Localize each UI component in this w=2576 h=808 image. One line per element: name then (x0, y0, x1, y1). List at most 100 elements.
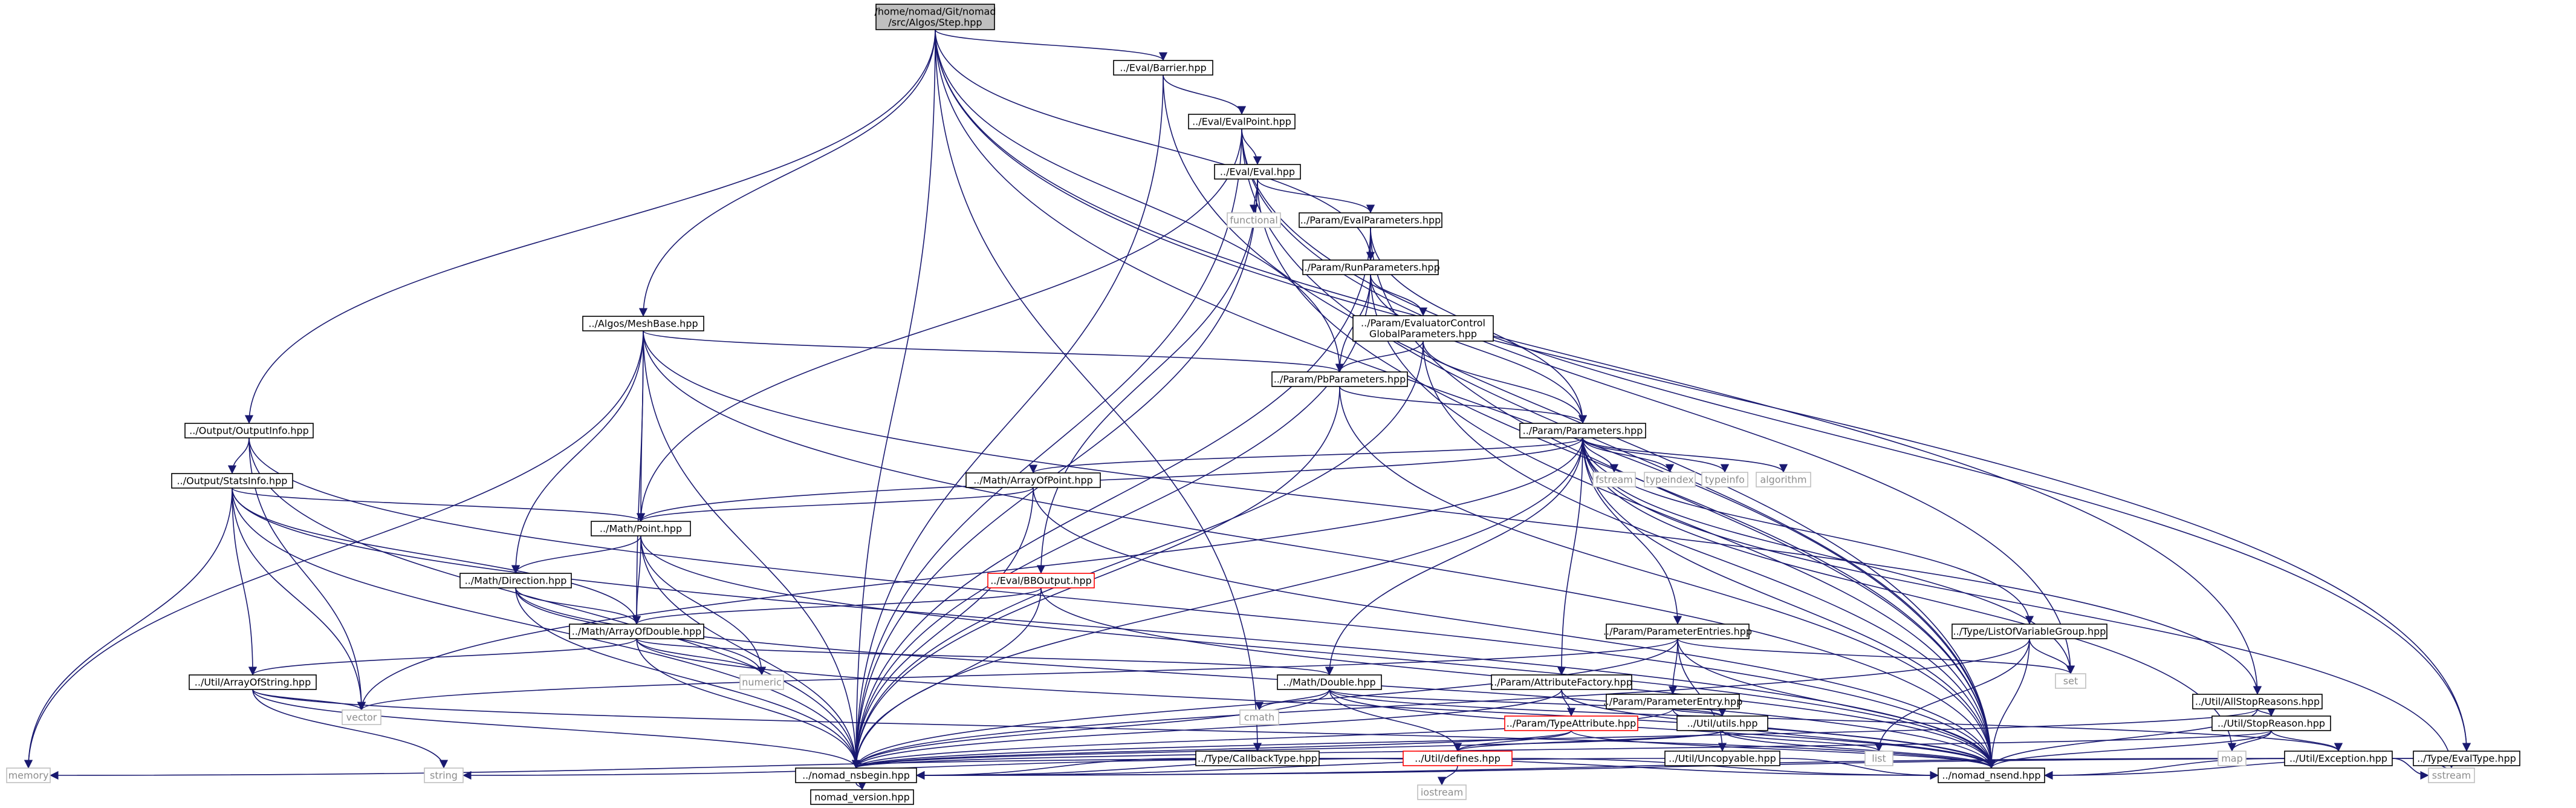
node-algorithm[interactable]: algorithm (1756, 472, 1811, 487)
edge-parameters-to-sstream (1582, 437, 2456, 769)
edge-runparams-to-parameters (1370, 274, 1588, 424)
node-arrayofstring[interactable]: ../Util/ArrayOfString.hpp (189, 674, 317, 690)
node-label: ../Eval/Barrier.hpp (1120, 62, 1206, 74)
node-paramentries[interactable]: ../Param/ParameterEntries.hpp (1603, 624, 1752, 639)
node-box (2218, 751, 2247, 766)
node-allstop[interactable]: ../Util/AllStopReasons.hpp (2192, 694, 2323, 709)
node-listofvar[interactable]: ../Type/ListOfVariableGroup.hpp (1951, 624, 2107, 639)
edge-listofvar-to-set (2029, 638, 2075, 674)
edge-stopreason-to-nomend (1987, 730, 2272, 769)
node-eval[interactable]: ../Eval/Eval.hpp (1214, 164, 1301, 180)
edge-double-to-exception (1329, 689, 2343, 752)
node-memory[interactable]: memory (6, 767, 51, 783)
edge-stopreason-to-nombegin (852, 730, 2272, 769)
node-exception[interactable]: ../Util/Exception.hpp (2284, 751, 2393, 766)
node-version[interactable]: nomad_version.hpp (810, 789, 914, 805)
node-numeric[interactable]: numeric (739, 674, 784, 690)
node-box (1239, 709, 1279, 725)
edge-parameters-to-nomend (1582, 437, 1996, 769)
edge-parameters-to-typeinfo (1582, 437, 1730, 473)
edge-stopreason-to-exception (2271, 730, 2343, 752)
node-label: ../Param/PbParameters.hpp (1274, 374, 1406, 385)
node-label: ../Param/EvaluatorControl (1361, 318, 1485, 329)
edge-evalpoint-to-nombegin (851, 128, 1242, 769)
node-stopreason[interactable]: ../Util/StopReason.hpp (2211, 715, 2331, 731)
node-uncopyable[interactable]: ../Util/Uncopyable.hpp (1664, 751, 1780, 766)
node-evalparams[interactable]: ../Param/EvalParameters.hpp (1299, 212, 1442, 228)
node-typeattr[interactable]: ../Param/TypeAttribute.hpp (1504, 715, 1638, 731)
node-typeinfo[interactable]: typeinfo (1701, 472, 1748, 487)
edge-pbparams-to-parameters (1339, 386, 1588, 424)
node-nomend[interactable]: ../nomad_nsend.hpp (1938, 767, 2045, 783)
node-parameters[interactable]: ../Param/Parameters.hpp (1519, 423, 1646, 438)
edge-evalctrl-to-pbparams (1335, 340, 1424, 373)
node-box (1606, 694, 1740, 709)
node-label: /src/Algos/Step.hpp (888, 17, 982, 28)
node-box (1271, 371, 1408, 387)
node-barrier[interactable]: ../Eval/Barrier.hpp (1113, 60, 1213, 76)
node-double[interactable]: ../Math/Double.hpp (1277, 674, 1382, 690)
edge-defines-to-iostream (1437, 765, 1458, 786)
node-defines[interactable]: ../Util/defines.hpp (1403, 751, 1513, 766)
node-point[interactable]: ../Math/Point.hpp (591, 521, 691, 536)
node-box (582, 316, 704, 331)
node-box (569, 624, 704, 639)
node-label: map (2221, 753, 2243, 764)
edge-attrfactory-to-typeattr (1561, 689, 1576, 717)
node-callbacktype[interactable]: ../Type/CallbackType.hpp (1195, 751, 1320, 766)
node-pbparams[interactable]: ../Param/PbParameters.hpp (1271, 371, 1408, 387)
node-meshbase[interactable]: ../Algos/MeshBase.hpp (582, 316, 704, 331)
edge-point-to-nomend (640, 535, 1996, 769)
edge-evalpoint-to-evaltype (1241, 128, 2471, 752)
node-arrayofdouble[interactable]: ../Math/ArrayOfDouble.hpp (569, 624, 704, 639)
node-root[interactable]: /home/nomad/Git/nomad/src/Algos/Step.hpp (875, 4, 996, 30)
node-box (342, 709, 381, 725)
node-box (591, 521, 691, 536)
node-map[interactable]: map (2218, 751, 2247, 766)
node-bboutput[interactable]: ../Eval/BBOutput.hpp (987, 573, 1095, 588)
edge-uncopyable-to-nombegin (916, 758, 1666, 780)
node-attrfactory[interactable]: ../Param/AttributeFactory.hpp (1491, 674, 1632, 690)
node-label: ../Util/AllStopReasons.hpp (2195, 696, 2320, 708)
node-iostream[interactable]: iostream (1417, 784, 1467, 800)
edge-arrayofdouble-to-arrayofstring (248, 638, 637, 676)
node-box (739, 674, 784, 690)
node-label: GlobalParameters.hpp (1369, 328, 1477, 340)
node-runparams[interactable]: ../Param/RunParameters.hpp (1301, 259, 1440, 275)
node-nombegin[interactable]: ../nomad_nsbegin.hpp (795, 767, 917, 783)
node-arrayofpoint[interactable]: ../Math/ArrayOfPoint.hpp (965, 472, 1101, 488)
node-evalpoint[interactable]: ../Eval/EvalPoint.hpp (1188, 114, 1296, 129)
edge-statsinfo-to-arrayofstring (232, 487, 258, 676)
node-statsinfo[interactable]: ../Output/StatsInfo.hpp (171, 473, 293, 489)
edge-meshbase-to-memory (24, 330, 644, 769)
node-typeindex[interactable]: typeindex (1644, 472, 1696, 487)
node-box (1606, 624, 1750, 639)
node-sstream[interactable]: sstream (2428, 767, 2475, 783)
node-label: nomad_version.hpp (814, 792, 910, 804)
node-label: ../nomad_nsend.hpp (1942, 770, 2040, 782)
node-outputinfo[interactable]: ../Output/OutputInfo.hpp (184, 423, 314, 438)
node-utils[interactable]: ../Util/utils.hpp (1676, 715, 1768, 731)
node-fstream[interactable]: fstream (1592, 472, 1636, 487)
edge-arrayofpoint-to-point (637, 487, 1034, 522)
edges-layer (24, 29, 2475, 790)
node-set[interactable]: set (2055, 673, 2086, 689)
node-cmath[interactable]: cmath (1239, 709, 1279, 725)
node-list[interactable]: list (1864, 751, 1893, 766)
node-string[interactable]: string (424, 767, 464, 783)
node-evalctrl[interactable]: ../Param/EvaluatorControlGlobalParameter… (1352, 315, 1494, 342)
node-label: vector (346, 712, 377, 723)
node-vector[interactable]: vector (342, 709, 381, 725)
node-box (810, 789, 914, 805)
edge-arrayofdouble-to-double (636, 638, 1334, 676)
edge-barrier-to-nomend (1163, 74, 1996, 769)
node-label: memory (8, 770, 49, 781)
edge-pbparams-to-nomend (1339, 386, 1996, 769)
node-direction[interactable]: ../Math/Direction.hpp (459, 573, 572, 588)
node-box (1864, 751, 1893, 766)
node-box (184, 423, 314, 438)
node-paramentry[interactable]: ../Param/ParameterEntry.hpp (1603, 694, 1743, 709)
node-evaltype[interactable]: ../Type/EvalType.hpp (2413, 751, 2520, 766)
node-box (189, 674, 317, 690)
node-functional[interactable]: functional (1227, 212, 1281, 228)
